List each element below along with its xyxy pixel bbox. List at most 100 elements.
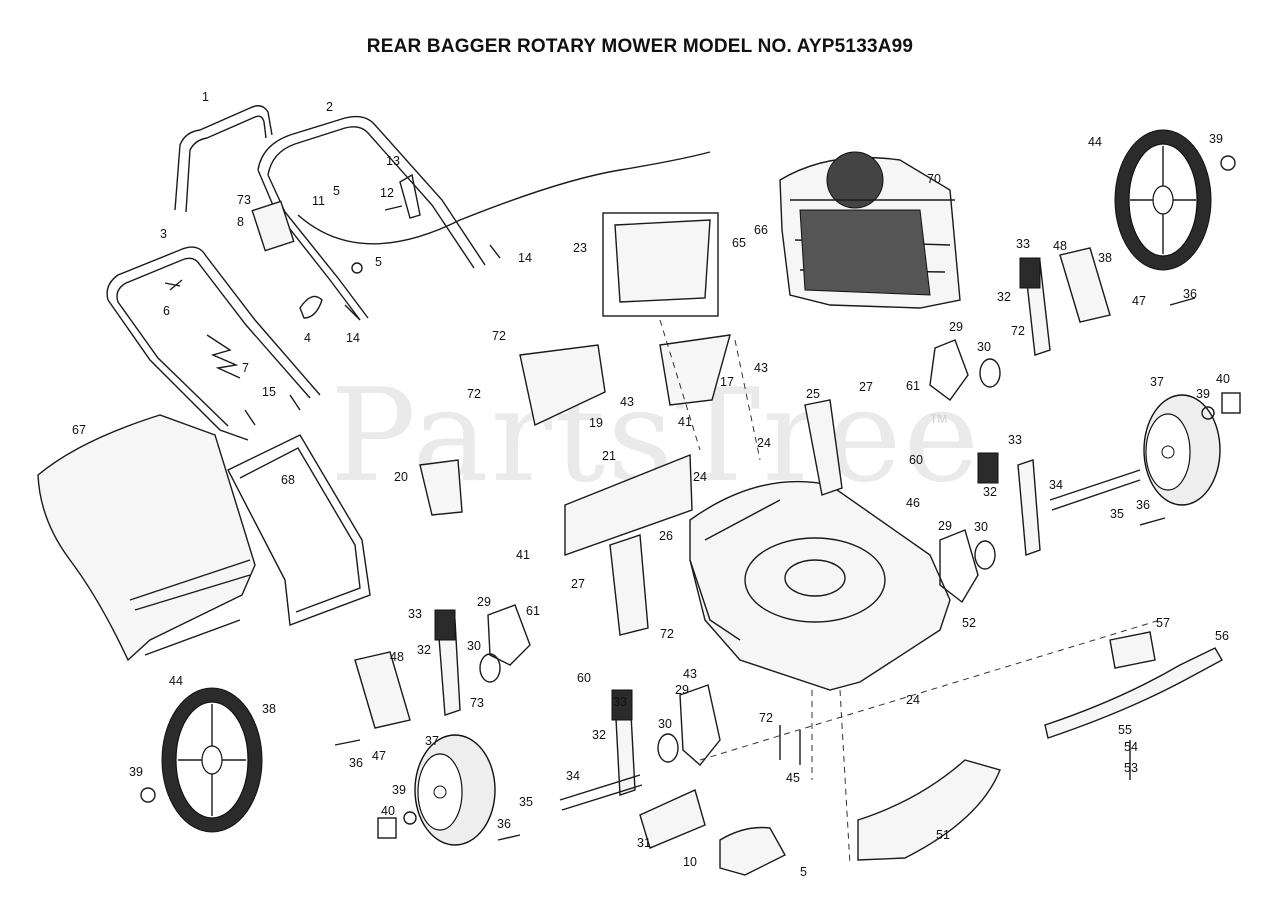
callout-5: 5 (800, 865, 807, 879)
callout-14: 14 (518, 251, 532, 265)
hardware-nut (351, 262, 363, 274)
callout-65: 65 (732, 236, 746, 250)
hub-cap (377, 817, 397, 839)
callout-52: 52 (962, 616, 976, 630)
callout-30: 30 (974, 520, 988, 534)
axle-bracket (1059, 247, 1111, 323)
callout-19: 19 (589, 416, 603, 430)
callout-45: 45 (786, 771, 800, 785)
callout-32: 32 (417, 643, 431, 657)
callout-56: 56 (1215, 629, 1229, 643)
callout-39: 39 (1196, 387, 1210, 401)
callout-36: 36 (1183, 287, 1197, 301)
callout-39: 39 (129, 765, 143, 779)
axle (1049, 469, 1141, 511)
callout-32: 32 (997, 290, 1011, 304)
callout-labels: 1234555678101112131414151719202123242424… (72, 90, 1230, 879)
handle (257, 115, 486, 321)
callout-72: 72 (1011, 324, 1025, 338)
callout-27: 27 (859, 380, 873, 394)
callout-51: 51 (936, 828, 950, 842)
assembly-line (659, 319, 1161, 866)
rear-wheel-left (161, 687, 263, 833)
callout-5: 5 (375, 255, 382, 269)
bushing (979, 358, 1001, 388)
callout-24: 24 (906, 693, 920, 707)
callout-36: 36 (349, 756, 363, 770)
callout-72: 72 (467, 387, 481, 401)
rear-flap (639, 789, 706, 849)
bushing (479, 653, 501, 683)
watermark-trademark: TM (930, 412, 948, 426)
callout-32: 32 (983, 485, 997, 499)
callout-67: 67 (72, 423, 86, 437)
hardware-knob (299, 295, 323, 319)
fastener-14 (344, 244, 501, 321)
lever-grip (977, 452, 999, 484)
callout-7: 7 (242, 361, 249, 375)
callout-39: 39 (392, 783, 406, 797)
callout-36: 36 (497, 817, 511, 831)
callout-10: 10 (683, 855, 697, 869)
axle-bracket (354, 651, 411, 729)
clip (399, 173, 421, 219)
trim-cover (719, 826, 786, 876)
bracket-20 (419, 459, 463, 516)
callout-61: 61 (526, 604, 540, 618)
callout-40: 40 (381, 804, 395, 818)
callout-13: 13 (386, 154, 400, 168)
callout-73: 73 (237, 193, 251, 207)
callout-25: 25 (806, 387, 820, 401)
rear-door (614, 219, 711, 303)
callout-34: 34 (566, 769, 580, 783)
callout-47: 47 (1132, 294, 1146, 308)
callout-44: 44 (169, 674, 183, 688)
callout-43: 43 (683, 667, 697, 681)
callout-14: 14 (346, 331, 360, 345)
callout-26: 26 (659, 529, 673, 543)
callout-43: 43 (620, 395, 634, 409)
wheel-nut (403, 811, 417, 825)
callout-2: 2 (326, 100, 333, 114)
callout-24: 24 (757, 436, 771, 450)
callout-8: 8 (237, 215, 244, 229)
height-gear (679, 684, 721, 767)
callout-21: 21 (602, 449, 616, 463)
callout-29: 29 (938, 519, 952, 533)
front-wheel-left (414, 734, 496, 846)
chute-17 (659, 334, 731, 406)
callout-17: 17 (720, 375, 734, 389)
height-gear (487, 604, 531, 666)
callout-57: 57 (1156, 616, 1170, 630)
callout-72: 72 (492, 329, 506, 343)
callout-72: 72 (660, 627, 674, 641)
diagram-title: REAR BAGGER ROTARY MOWER MODEL NO. AYP51… (366, 36, 914, 57)
deck-bolts (779, 725, 801, 765)
spring (206, 334, 241, 379)
callout-38: 38 (262, 702, 276, 716)
callout-12: 12 (380, 186, 394, 200)
callout-40: 40 (1216, 372, 1230, 386)
baffle-19 (519, 344, 606, 427)
deflector-skirt (857, 759, 1001, 861)
callout-38: 38 (1098, 251, 1112, 265)
callout-37: 37 (425, 734, 439, 748)
callout-41: 41 (516, 548, 530, 562)
callout-47: 47 (372, 749, 386, 763)
bag-frame (227, 434, 371, 626)
callout-32: 32 (592, 728, 606, 742)
callout-1: 1 (202, 90, 209, 104)
callout-46: 46 (906, 496, 920, 510)
lever-grip (611, 689, 633, 721)
callout-70: 70 (927, 172, 941, 186)
engine (779, 151, 961, 309)
blade-adapter (1109, 631, 1156, 669)
callout-11: 11 (312, 194, 325, 208)
mower-deck (689, 480, 951, 691)
callout-60: 60 (909, 453, 923, 467)
callout-33: 33 (1008, 433, 1022, 447)
callout-29: 29 (949, 320, 963, 334)
callout-3: 3 (160, 227, 167, 241)
